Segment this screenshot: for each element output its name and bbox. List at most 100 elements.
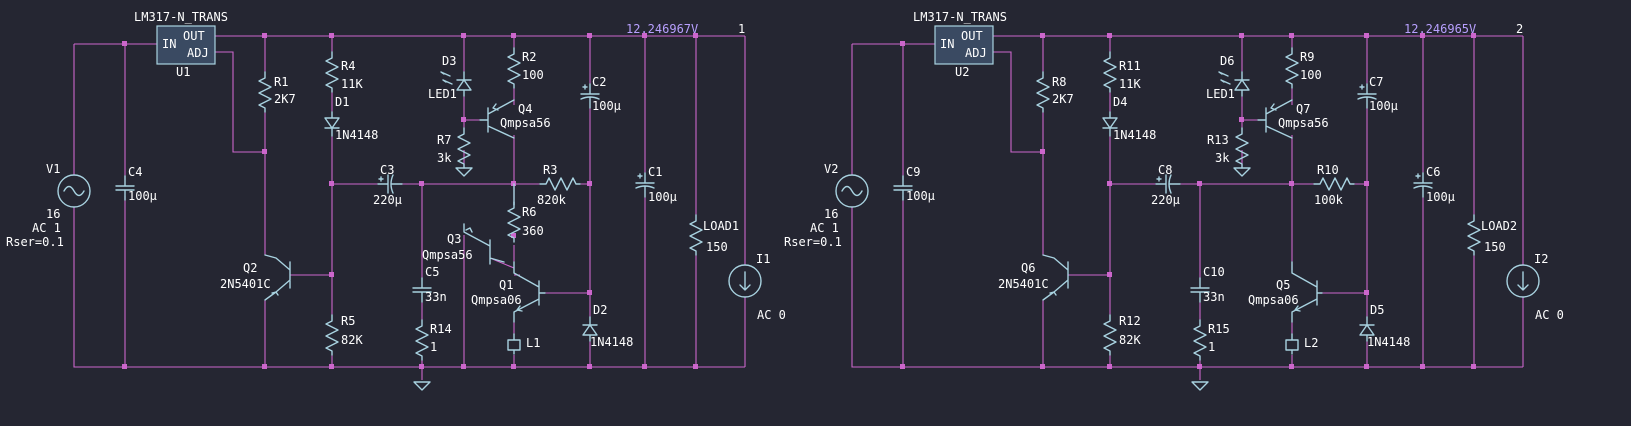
d-value: LED1: [428, 87, 457, 101]
d-value: 1N4148: [590, 335, 633, 349]
transistor-q3[interactable]: Q3 Qmpsa56: [422, 183, 515, 265]
r-ref: R10: [1317, 163, 1339, 177]
c-ref: C1: [648, 165, 662, 179]
resistor-r2[interactable]: R2 100: [507, 47, 544, 89]
resistor-r7[interactable]: R7 3k: [437, 127, 473, 177]
r-value: 100: [1300, 68, 1322, 82]
transistor-q5[interactable]: Q5 Qmpsa06: [1248, 261, 1323, 323]
transistor-q4[interactable]: Q4 Qmpsa56: [479, 99, 551, 139]
resistor-r6[interactable]: R6 360: [507, 201, 544, 243]
circuit-2: IN OUT ADJ LM317-N_TRANS U2 12.246965V 2…: [784, 10, 1564, 391]
diode-d4[interactable]: D4 1N4148: [1102, 95, 1156, 142]
c-ref: C7: [1369, 75, 1383, 89]
c-ref: C10: [1203, 265, 1225, 279]
diode-d1[interactable]: D1 1N4148: [324, 95, 378, 142]
r-ref: R4: [341, 59, 355, 73]
r-ref: R12: [1119, 314, 1141, 328]
load-value: 150: [1484, 240, 1506, 254]
r-value: 11K: [1119, 77, 1141, 91]
c-value: 100µ: [906, 189, 935, 203]
capacitor-c8[interactable]: C8 220µ: [1151, 163, 1181, 207]
resistor-r4[interactable]: R4 11K: [325, 51, 363, 93]
resistor-r1[interactable]: R1 2K7: [258, 71, 296, 113]
v-value: 16: [824, 207, 838, 221]
regulator-u2[interactable]: IN OUT ADJ LM317-N_TRANS U2: [913, 10, 1007, 79]
v-rser: Rser=0.1: [6, 235, 64, 249]
capacitor-c6[interactable]: C6 100µ: [1413, 165, 1455, 204]
capacitor-c2[interactable]: C2 100µ: [580, 75, 621, 113]
q-value: Qmpsa56: [1278, 116, 1329, 130]
d-value: 1N4148: [335, 128, 378, 142]
v-rser: Rser=0.1: [784, 235, 842, 249]
r-value: 100k: [1314, 193, 1344, 207]
capacitor-c9[interactable]: C9 100µ: [893, 165, 935, 203]
c-ref: C4: [128, 165, 142, 179]
transistor-q1[interactable]: Q1 Qmpsa06: [471, 261, 546, 323]
load-ref: LOAD1: [703, 219, 739, 233]
transistor-q2[interactable]: Q2 2N5401C: [220, 254, 291, 301]
resistor-r5[interactable]: R5 82K: [325, 314, 363, 356]
capacitor-c5[interactable]: C5 33n: [412, 265, 447, 304]
capacitor-c4[interactable]: C4 100µ: [115, 165, 157, 203]
d-value: LED1: [1206, 87, 1235, 101]
q-value: Qmpsa06: [1248, 293, 1299, 307]
capacitor-c7[interactable]: C7 100µ: [1357, 75, 1398, 113]
inductor-l1[interactable]: L1: [507, 333, 540, 355]
v-ac: AC 1: [810, 221, 839, 235]
r-value: 3k: [437, 151, 452, 165]
c-ref: C3: [380, 163, 394, 177]
q-value: 2N5401C: [998, 277, 1049, 291]
r-ref: R1: [274, 75, 288, 89]
regulator-ref: U1: [176, 65, 190, 79]
regulator-type: LM317-N_TRANS: [913, 10, 1007, 24]
r-ref: R3: [543, 163, 557, 177]
d-value: 1N4148: [1113, 128, 1156, 142]
c-value: 220µ: [1151, 193, 1180, 207]
resistor-r14[interactable]: R14 1: [413, 319, 452, 391]
junctions: [900, 33, 1476, 369]
resistor-r13[interactable]: R13 3k: [1207, 127, 1251, 177]
r-value: 82K: [1119, 333, 1141, 347]
r-ref: R6: [522, 205, 536, 219]
i-value: AC 0: [1535, 308, 1564, 322]
led-d6[interactable]: D6 LED1: [1206, 54, 1250, 101]
q-ref: Q1: [499, 278, 513, 292]
resistor-r15[interactable]: R15 1: [1191, 319, 1230, 391]
resistor-load2[interactable]: LOAD2 150: [1467, 214, 1517, 256]
current-source-i2[interactable]: I2 AC 0: [1506, 252, 1564, 322]
r-ref: R2: [522, 50, 536, 64]
c-ref: C2: [592, 75, 606, 89]
d-ref: D1: [335, 95, 349, 109]
i-ref: I1: [756, 252, 770, 266]
resistor-r9[interactable]: R9 100: [1285, 47, 1322, 89]
capacitor-c1[interactable]: C1 100µ: [635, 165, 677, 204]
node-voltage-label[interactable]: 12.246965V: [1404, 22, 1476, 36]
resistor-load[interactable]: LOAD1 150: [689, 214, 739, 256]
inductor-l2[interactable]: L2: [1285, 333, 1318, 355]
resistor-r11[interactable]: R11 11K: [1103, 51, 1141, 93]
q-ref: Q6: [1021, 261, 1035, 275]
r-ref: R14: [430, 322, 452, 336]
regulator-u1[interactable]: IN OUT ADJ LM317-N_TRANS U1: [134, 10, 228, 79]
l-ref: L1: [526, 336, 540, 350]
transistor-q6[interactable]: Q6 2N5401C: [998, 254, 1069, 301]
diode-d2[interactable]: D2 1N4148: [582, 303, 633, 349]
resistor-r8[interactable]: R8 2K7: [1036, 71, 1074, 113]
current-source-i1[interactable]: I1 AC 0: [728, 252, 786, 322]
voltage-source-v2[interactable]: V2 16 AC 1 Rser=0.1: [784, 162, 869, 249]
pin-adj-label: ADJ: [187, 46, 209, 60]
resistor-r12[interactable]: R12 82K: [1103, 314, 1141, 356]
resistor-r10[interactable]: R10 100k: [1313, 163, 1355, 207]
diode-d5[interactable]: D5 1N4148: [1359, 303, 1410, 349]
node-voltage-label[interactable]: 12.246967V: [626, 22, 698, 36]
voltage-source-v1[interactable]: V1 16 AC 1 Rser=0.1: [6, 162, 91, 249]
capacitor-c10[interactable]: C10 33n: [1190, 265, 1225, 304]
led-d3[interactable]: D3 LED1: [428, 54, 472, 101]
r-ref: R11: [1119, 59, 1141, 73]
node-number-label: 2: [1516, 22, 1523, 36]
resistor-r3[interactable]: R3 820k: [537, 163, 581, 207]
transistor-q7[interactable]: Q7 Qmpsa56: [1257, 99, 1329, 139]
junctions: [122, 33, 698, 369]
capacitor-c3[interactable]: C3 220µ: [373, 163, 403, 207]
